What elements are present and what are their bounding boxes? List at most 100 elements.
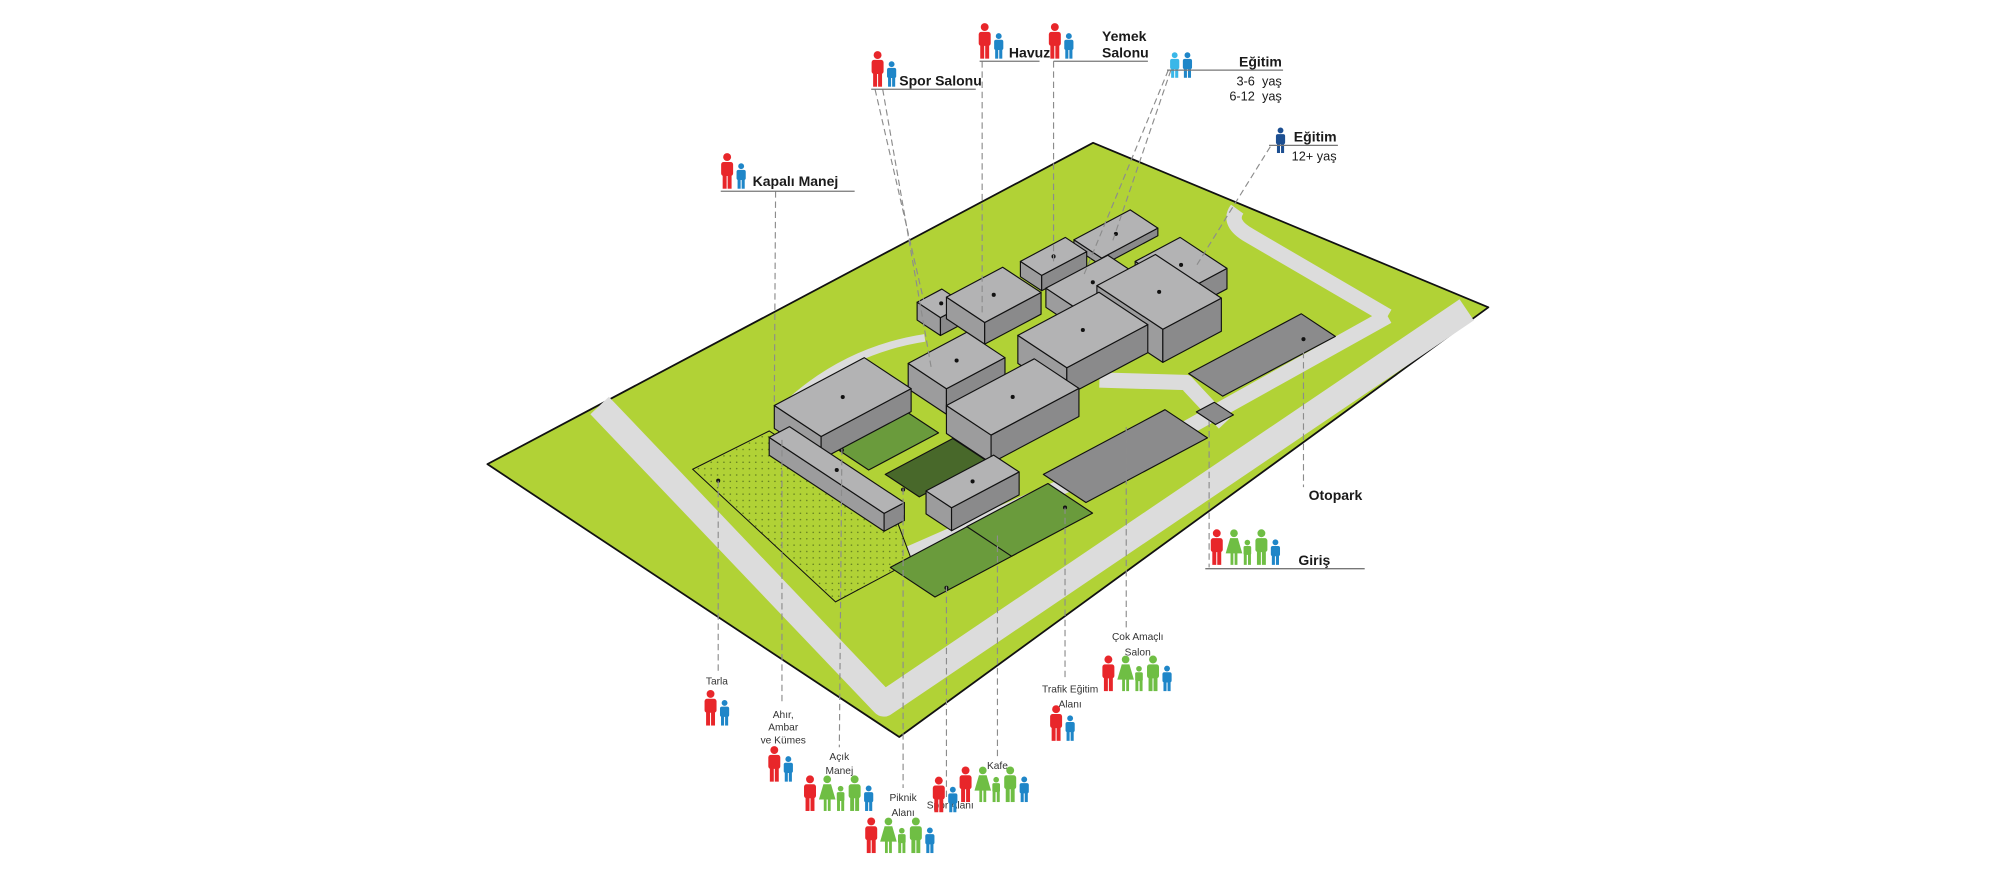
label-text: Tarla	[706, 677, 728, 688]
adult-green-person-icon	[848, 775, 861, 811]
label-egitim-3-12: Eğitim 3-6 yaş 6-12 yaş	[1167, 52, 1284, 104]
parking-area	[1042, 409, 1209, 504]
location-marker	[991, 292, 996, 297]
kid-blue-person-icon	[736, 163, 746, 189]
adult-red-person-icon	[978, 23, 991, 59]
label-text: Spor Salonu	[899, 72, 982, 88]
field-trafik-egitim	[966, 482, 1094, 557]
adult-red-person-icon	[865, 817, 878, 854]
child-green-person-icon	[992, 776, 1000, 803]
adult-red-person-icon	[959, 766, 972, 803]
adult-red-person-icon	[768, 746, 781, 782]
label-text: Piknik	[889, 793, 917, 804]
building-annex	[925, 454, 1020, 532]
road-north-loop	[1226, 204, 1392, 323]
age-range: 3-6 yaş	[1236, 73, 1281, 88]
label-giris: Giriş	[1205, 529, 1365, 570]
label-text: Otopark	[1309, 487, 1363, 503]
woman-green-person-icon	[880, 817, 897, 854]
child-green-person-icon	[836, 785, 845, 811]
adult-red-person-icon	[1102, 655, 1115, 692]
location-marker	[1157, 289, 1162, 294]
label-egitim-12: Eğitim 12+ yaş	[1269, 127, 1338, 164]
label-text: Manej	[825, 766, 853, 777]
kid-blue-person-icon	[864, 785, 874, 811]
adult-green-person-icon	[1147, 655, 1160, 692]
building-ahir	[768, 426, 905, 532]
label-otopark: Otopark	[1309, 487, 1363, 503]
label-kapali-manej: Kapalı Manej	[720, 153, 855, 192]
road-main	[590, 299, 1474, 717]
label-text: Yemek	[1102, 28, 1147, 44]
location-marker	[1179, 262, 1184, 267]
adult-red-person-icon	[704, 689, 717, 726]
child-green-person-icon	[1135, 665, 1143, 692]
age-range: 12+ yaş	[1292, 149, 1337, 164]
label-text: Salon	[1125, 647, 1151, 658]
adult-red-person-icon	[804, 775, 817, 811]
label-cok-amacli-salon: Çok Amaçlı Salon	[1102, 632, 1172, 692]
label-text: ve Kümes	[761, 735, 806, 746]
child-green-person-icon	[1243, 539, 1252, 565]
kid-blue-person-icon	[783, 756, 793, 782]
label-text: Alanı	[891, 808, 914, 819]
kid-blue-person-icon	[1162, 665, 1172, 692]
location-marker	[834, 467, 839, 473]
adult-red-person-icon	[721, 153, 734, 189]
adult-green-person-icon	[909, 817, 922, 854]
location-marker	[1080, 327, 1085, 333]
child-green-person-icon	[897, 827, 906, 854]
parking-small	[1195, 401, 1235, 426]
kid-lightblue-person-icon	[1170, 52, 1180, 78]
woman-green-person-icon	[1117, 655, 1134, 692]
kid-blue-person-icon	[1019, 776, 1029, 803]
label-piknik-alani: Piknik Alanı	[865, 793, 935, 854]
label-trafik-egitim-alani: Trafik Eğitim Alanı	[1042, 684, 1098, 741]
woman-green-person-icon	[1225, 529, 1243, 565]
label-text: Açık	[829, 752, 850, 763]
buildings	[768, 209, 1228, 532]
label-text: Havuz	[1009, 44, 1050, 60]
kid-blue-person-icon	[1064, 33, 1074, 59]
label-text: Kafe	[987, 761, 1008, 772]
label-text: Eğitim	[1239, 53, 1282, 69]
label-text: Eğitim	[1294, 129, 1337, 145]
kid-blue-person-icon	[925, 827, 935, 854]
kid-blue-person-icon	[1065, 715, 1075, 741]
label-ahir-ambar-kumes: Ahır, Ambar ve Kümes	[761, 710, 806, 782]
building-egitim-3-6	[1073, 209, 1159, 267]
kid-blue-person-icon	[1182, 52, 1193, 78]
field-tarla	[691, 430, 913, 603]
location-marker	[1301, 337, 1306, 342]
age-range: 6-12 yaş	[1229, 89, 1281, 104]
adult-green-person-icon	[1255, 529, 1268, 565]
kid-blue-person-icon	[887, 61, 897, 87]
label-havuz: Havuz	[978, 23, 1050, 62]
location-marker	[1090, 280, 1095, 285]
adult-red-person-icon	[1210, 529, 1223, 565]
label-text: Giriş	[1298, 552, 1330, 568]
label-text: Ahır,	[773, 710, 794, 721]
label-tarla: Tarla	[704, 677, 730, 726]
kid-navy-person-icon	[1275, 127, 1286, 154]
label-text: Kapalı Manej	[753, 173, 839, 189]
building-havuz	[945, 266, 1042, 345]
adult-red-person-icon	[871, 51, 884, 87]
parking-lot	[1188, 313, 1336, 397]
kid-blue-person-icon	[1270, 539, 1281, 565]
label-spor-salonu: Spor Salonu	[871, 51, 982, 90]
woman-green-person-icon	[818, 775, 836, 811]
woman-green-person-icon	[974, 766, 992, 803]
adult-red-person-icon	[1048, 23, 1061, 59]
location-marker	[840, 395, 845, 400]
label-spor-alani: Spor Alanı	[927, 776, 974, 813]
label-yemek-salonu: Yemek Salonu	[1048, 23, 1149, 62]
location-marker	[1010, 394, 1015, 399]
label-acik-manej: Açık Manej	[804, 752, 874, 811]
label-text: Trafik Eğitim	[1042, 684, 1098, 695]
kid-blue-person-icon	[994, 33, 1004, 59]
label-text: Alanı	[1059, 700, 1082, 711]
label-text: Salonu	[1102, 44, 1149, 60]
building-kafe	[945, 358, 1080, 464]
